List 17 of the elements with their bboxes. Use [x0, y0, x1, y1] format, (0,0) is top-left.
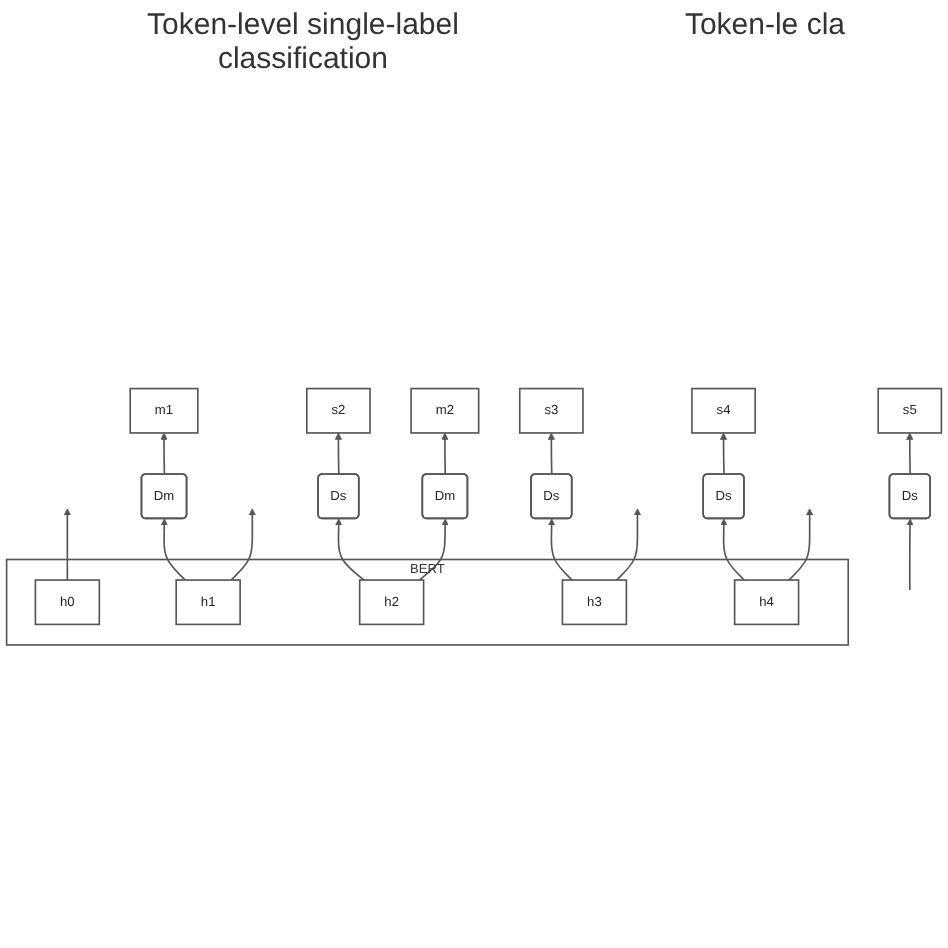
arrow — [334, 431, 342, 475]
arrow — [906, 517, 914, 590]
arrow — [160, 517, 187, 581]
arrow — [548, 517, 573, 581]
section-heading: Token-le cla — [684, 8, 845, 46]
arrow — [788, 507, 814, 581]
arrow — [906, 431, 914, 475]
arrow — [441, 431, 449, 475]
arrow — [63, 507, 71, 581]
arrow — [547, 431, 555, 475]
arrow — [230, 507, 256, 581]
arrow — [160, 431, 168, 475]
section-heading: Token-level single-label classification — [145, 8, 461, 76]
arrow — [335, 517, 365, 581]
arrow — [719, 431, 728, 475]
arrow — [720, 517, 746, 581]
arrow — [615, 507, 642, 581]
